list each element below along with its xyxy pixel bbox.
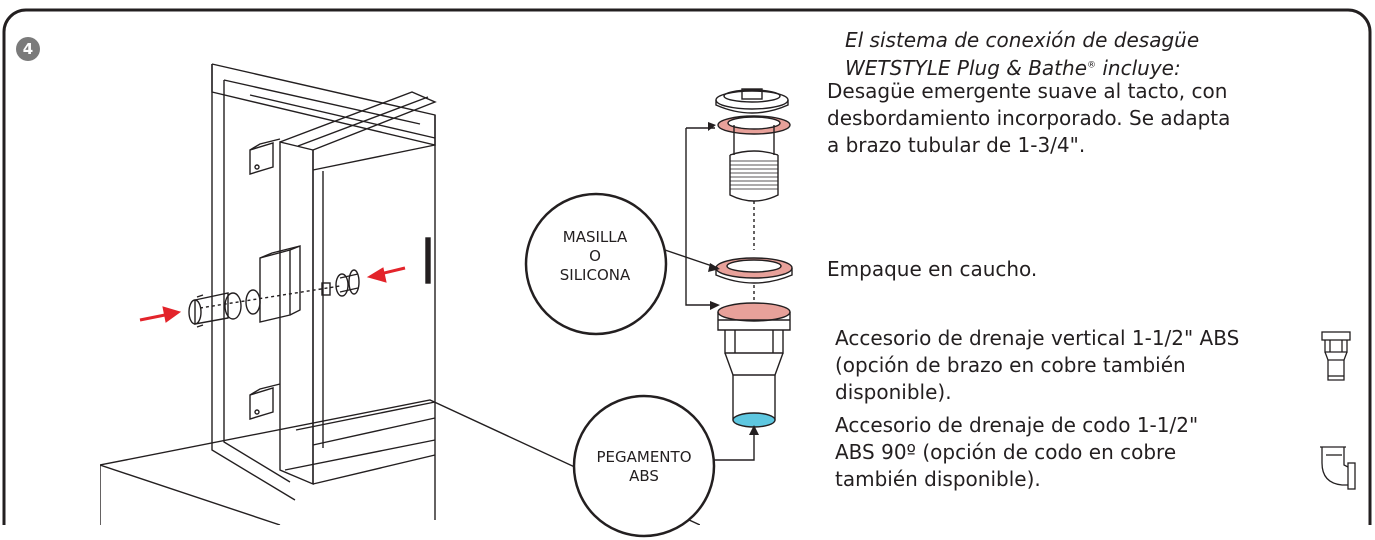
sealant-callout-line: O <box>589 247 601 265</box>
red-arrow-icon <box>139 306 182 323</box>
panel-frame <box>2 8 1372 525</box>
registered-mark: ® <box>1087 60 1096 71</box>
component-line: (opción de brazo en cobre también <box>835 353 1186 377</box>
sealant-callout-line: SILICONA <box>559 266 631 284</box>
heading-line: WETSTYLE Plug & Bathe® incluye: <box>845 54 1315 82</box>
component-line: a brazo tubular de 1-3/4". <box>827 133 1086 157</box>
glue-callout-label: PEGAMENTO ABS <box>575 448 713 486</box>
drain-assembly-exploded-view <box>664 88 793 461</box>
glue-callout-line: ABS <box>629 467 659 485</box>
heading-brand: WETSTYLE Plug & Bathe <box>845 56 1087 80</box>
sealant-callout-line: MASILLA <box>562 228 628 246</box>
component-line: Accesorio de drenaje de codo 1-1/2" <box>835 413 1199 437</box>
tub-installation-illustration <box>100 63 700 525</box>
vertical-drain-fitting-icon <box>1321 331 1351 381</box>
component-line: también disponible). <box>835 467 1041 491</box>
red-arrow-icon <box>366 266 406 283</box>
component-line: Desagüe emergente suave al tacto, con <box>827 79 1228 103</box>
component-line: desbordamiento incorporado. Se adapta <box>827 106 1231 130</box>
component-rubber-gasket: Empaque en caucho. <box>827 256 1327 283</box>
step-number-badge: 4 <box>16 37 40 61</box>
sealant-callout-circle <box>524 192 668 336</box>
glue-callout-line: PEGAMENTO <box>596 448 692 466</box>
component-vertical-fitting: Accesorio de drenaje vertical 1-1/2" ABS… <box>835 325 1315 406</box>
sealant-callout-label: MASILLA O SILICONA <box>527 228 663 285</box>
heading-line: El sistema de conexión de desagüe <box>845 28 1200 52</box>
elbow-drain-fitting-icon <box>1320 446 1356 490</box>
component-popup-drain: Desagüe emergente suave al tacto, con de… <box>827 78 1327 159</box>
heading-tail: incluye: <box>1096 56 1181 80</box>
component-line: Accesorio de drenaje vertical 1-1/2" ABS <box>835 326 1240 350</box>
intro-heading: El sistema de conexión de desagüe WETSTY… <box>845 26 1315 82</box>
component-line: Empaque en caucho. <box>827 257 1038 281</box>
component-line: ABS 90º (opción de codo en cobre <box>835 440 1177 464</box>
component-elbow-fitting: Accesorio de drenaje de codo 1-1/2" ABS … <box>835 412 1315 493</box>
component-line: disponible). <box>835 380 952 404</box>
